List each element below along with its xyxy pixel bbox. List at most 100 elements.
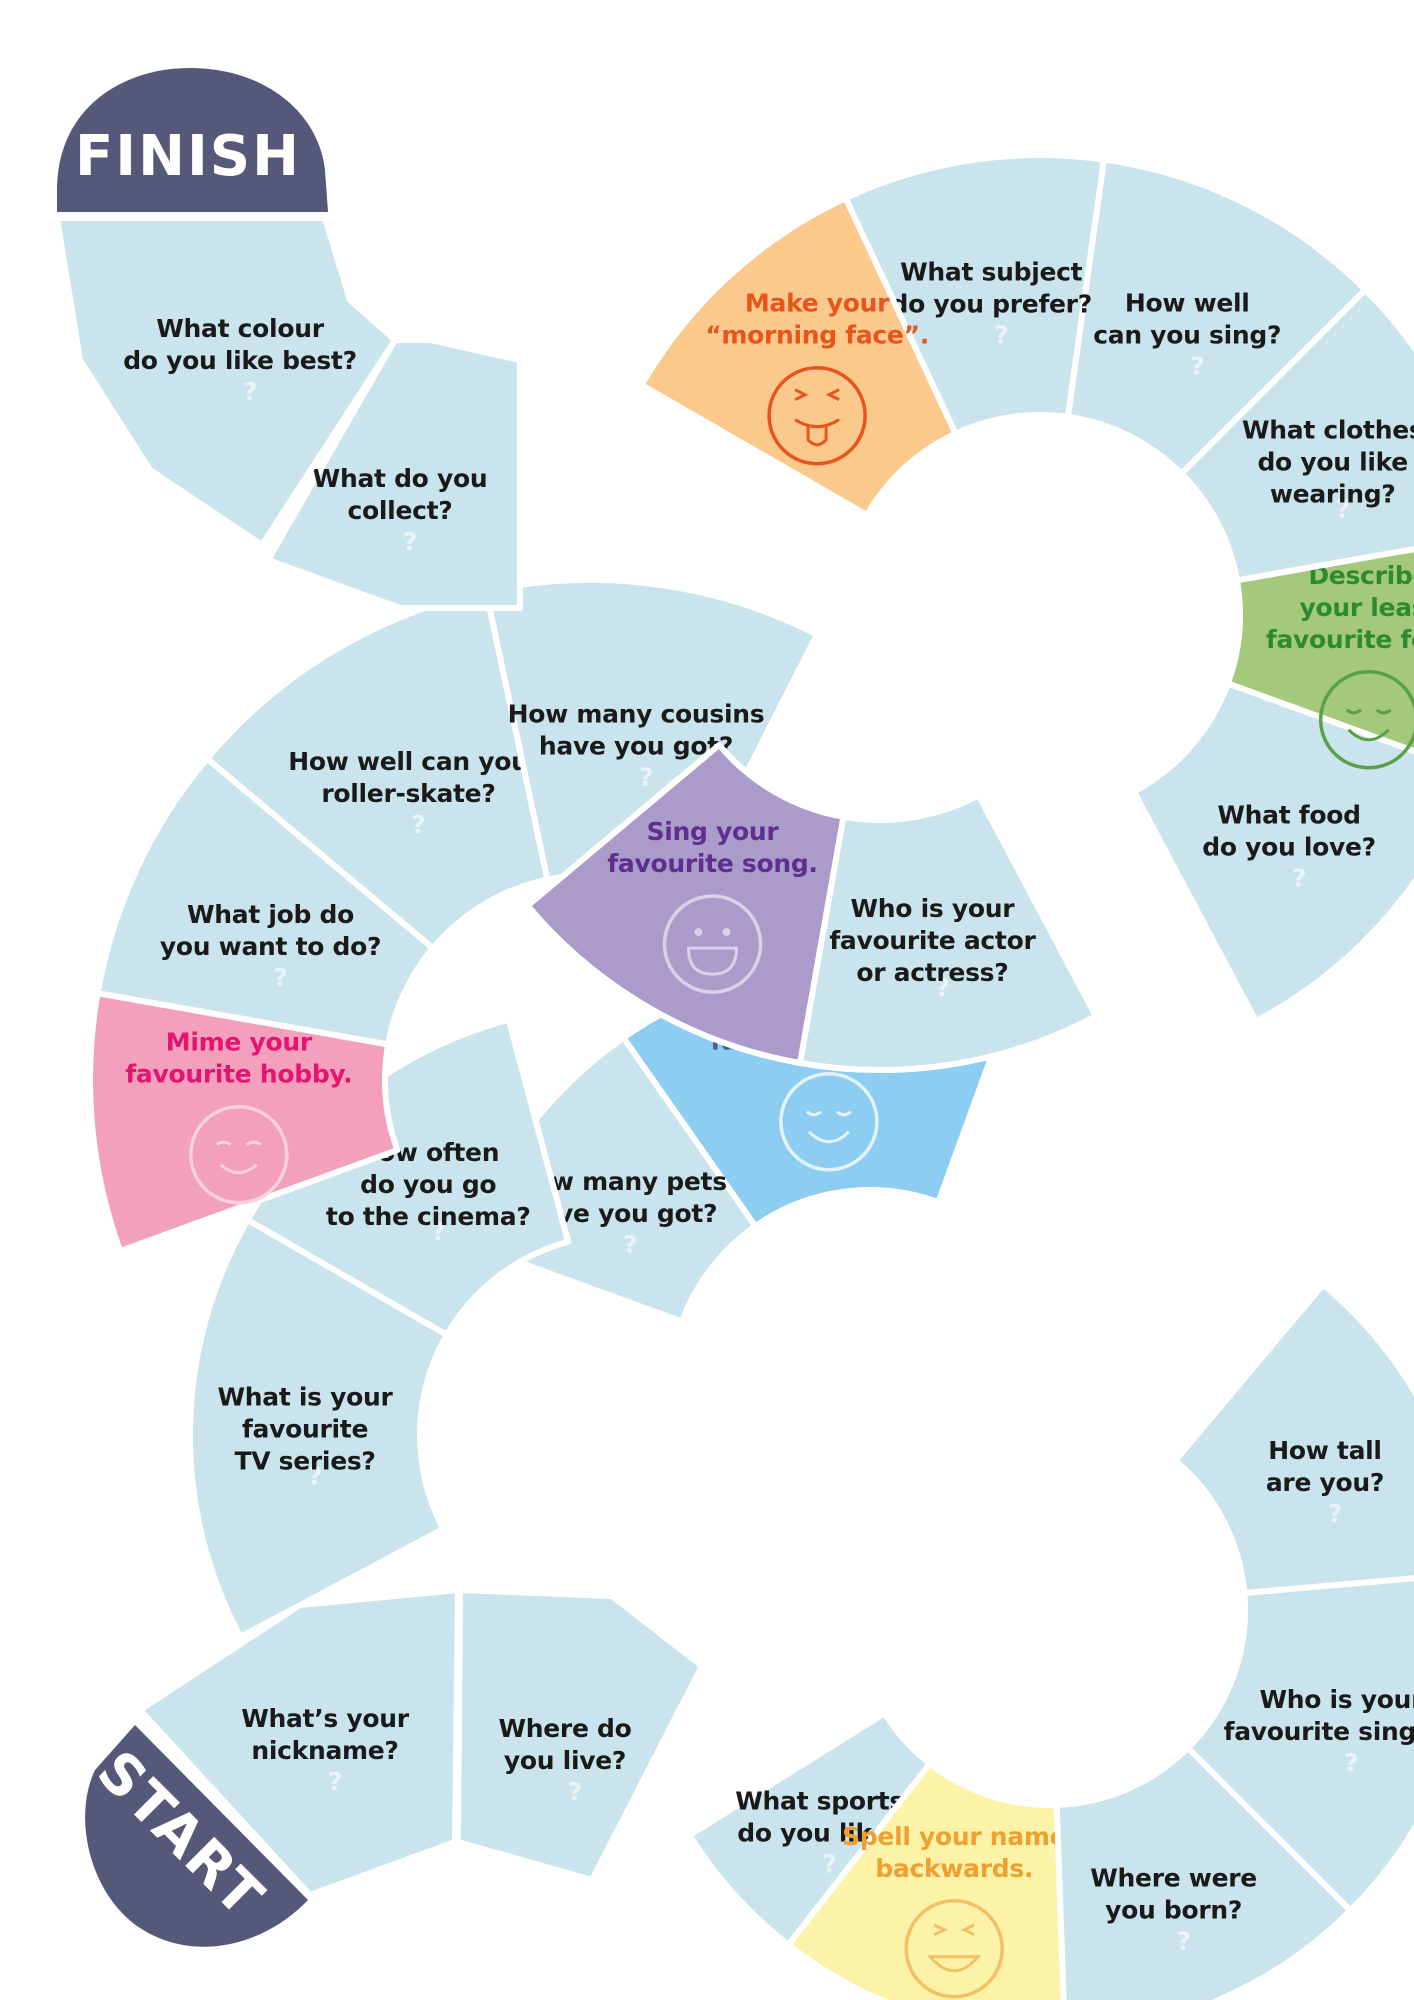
tongue-out-face-icon	[767, 365, 867, 466]
question-mark-icon: ?	[411, 810, 425, 839]
square-text-line: What sports	[735, 1786, 904, 1815]
square-shape	[1178, 286, 1414, 584]
grin-eyes-closed-face-icon	[904, 1899, 1004, 1999]
square-text-line: or actress?	[856, 958, 1008, 987]
question-mark-icon: ?	[431, 1217, 445, 1246]
square-text-line: What food	[1217, 800, 1360, 829]
question-mark-icon: ?	[1344, 1748, 1358, 1777]
square-text-line: What do you	[313, 464, 488, 493]
square-shape	[1064, 156, 1369, 477]
board-square: Make your “morning face”.	[638, 195, 959, 518]
square-text-line: Who is your	[851, 894, 1016, 923]
board-square: ? What subject do you prefer?	[842, 152, 1107, 437]
square-text-line: favourite food.	[1266, 625, 1414, 654]
square-text-line: do you go	[360, 1170, 496, 1199]
board-square: ? What job do you want to do?	[94, 755, 436, 1048]
board-square: Describeyour leastfavourite food.	[1224, 546, 1414, 770]
question-mark-icon: ?	[243, 377, 257, 406]
question-mark-icon: ?	[935, 973, 949, 1002]
square-text-line: do you prefer?	[891, 290, 1092, 319]
square-shape	[1053, 1744, 1354, 2000]
square-text-line: What is your	[218, 1383, 394, 1412]
square-shape	[842, 152, 1107, 437]
square-text-line: wearing?	[1270, 480, 1396, 509]
square-text-line: to the cinema?	[326, 1202, 531, 1231]
board-square: ? How well can you sing?	[1064, 156, 1369, 477]
square-text-line: Make your	[745, 289, 890, 318]
square-text-line: favourite singer?	[1224, 1717, 1414, 1746]
square-text-line: Who is your	[1259, 1685, 1414, 1714]
board-squares: ? What’s your nickname?? Where do you live??…	[54, 152, 1414, 2000]
square-text-line: What colour	[156, 314, 324, 343]
board-square: ? What colour do you like best?	[54, 215, 398, 548]
square-shape	[54, 215, 398, 548]
square-text-line: How many cousins	[508, 700, 765, 729]
square-shape	[785, 1760, 1067, 2000]
question-mark-icon: ?	[273, 963, 287, 992]
question-mark-icon: ?	[403, 527, 417, 556]
square-shape	[1130, 680, 1414, 1025]
square-text-line: “morning face”.	[705, 321, 929, 350]
question-mark-icon: ?	[308, 1462, 322, 1491]
board-square: Spell your name backwards.	[785, 1760, 1067, 2000]
question-mark-icon: ?	[328, 1767, 342, 1796]
square-shape	[1224, 546, 1414, 755]
square-text-line: have you got?	[539, 732, 733, 761]
square-text-line: you live?	[504, 1746, 626, 1775]
square-text-line: How tall	[1268, 1436, 1381, 1465]
question-mark-icon: ?	[623, 1230, 637, 1259]
square-text-line: do you like best?	[123, 346, 357, 375]
square-text-line: Where were	[1090, 1863, 1257, 1892]
square-text-line: What subject	[900, 258, 1083, 287]
square-shape	[797, 792, 1099, 1073]
square-text-line: you want to do?	[160, 932, 381, 961]
square-shape	[87, 990, 401, 1254]
smile-closed-eyes-face-icon	[779, 1071, 879, 1172]
square-text-line: What’s your	[241, 1704, 410, 1733]
question-mark-icon: ?	[994, 321, 1008, 350]
start-cap-shape	[85, 1725, 308, 1947]
square-text-line: backwards.	[875, 1854, 1033, 1883]
square-text-line: Where do	[499, 1714, 632, 1743]
square-text-line: are you?	[1266, 1468, 1384, 1497]
square-text-line: you born?	[1105, 1895, 1242, 1924]
square-text-line: roller-skate?	[321, 779, 495, 808]
question-mark-icon: ?	[568, 1777, 582, 1806]
square-text-line: Mime your	[166, 1028, 313, 1057]
board-square: ? Where do you live?	[455, 1587, 705, 1883]
square-text-line: nickname?	[251, 1736, 398, 1765]
board-square: ? Where were you born?	[1053, 1744, 1354, 2000]
board-square: ? How many cousins have you got?	[483, 576, 820, 901]
square-shape	[1172, 1281, 1414, 1596]
big-smile-face-icon	[662, 894, 763, 994]
square-text-line: collect?	[348, 496, 453, 525]
board-square: ? Who is your favourite singer?	[1184, 1575, 1414, 1914]
square-text-line: do you love?	[1202, 832, 1376, 861]
square-text-line: Spell your name	[842, 1822, 1066, 1851]
question-mark-icon: ?	[1190, 352, 1204, 381]
square-text-line: How well	[1125, 289, 1250, 318]
square-text-line: What job do	[187, 900, 354, 929]
question-mark-icon: ?	[639, 763, 653, 792]
content-closed-eyes-face-icon	[189, 1104, 289, 1205]
finish-cap: FINISH	[57, 68, 328, 212]
board-square: ? What’s your nickname?	[137, 1587, 461, 1898]
square-shape	[455, 1587, 705, 1883]
square-text-line: can you sing?	[1093, 321, 1281, 350]
board-square: ? What do you collect?	[265, 337, 523, 611]
question-mark-icon: ?	[1336, 495, 1350, 524]
square-shape	[638, 195, 959, 518]
square-shape	[1184, 1575, 1414, 1914]
question-mark-icon: ?	[1177, 1926, 1191, 1955]
finish-cap-shape	[57, 68, 328, 212]
square-text-line: favourite song.	[607, 849, 817, 878]
